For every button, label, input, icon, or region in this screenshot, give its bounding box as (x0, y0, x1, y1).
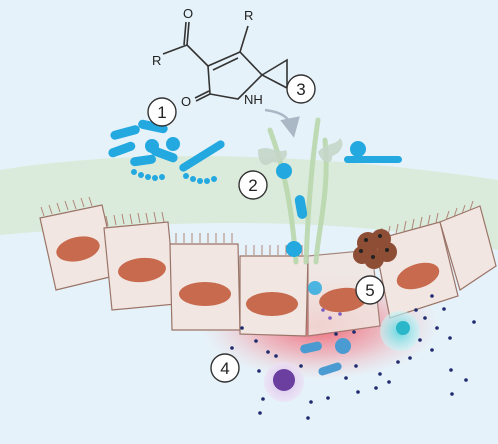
r-group-top: R (244, 8, 253, 23)
rod-bacterium (108, 141, 136, 158)
rod-bacterium (138, 119, 168, 134)
step-number: 4 (220, 359, 229, 378)
lactam-oxygen: O (181, 94, 191, 109)
coccus-chain (183, 173, 189, 179)
subepithelial-bacteria (300, 338, 351, 376)
step-number: 3 (296, 80, 305, 99)
coccus-bacterium (286, 241, 302, 257)
coccus-chain (197, 178, 203, 184)
coccus-bacterium (276, 163, 292, 179)
rod-bacterium (294, 195, 308, 219)
macrophage (380, 311, 420, 351)
step-label-2: 2 (238, 170, 268, 200)
rod-bacterium (150, 146, 178, 163)
rod-bacterium (300, 341, 322, 354)
immune-cell-purple (264, 362, 304, 402)
coccus-chain (159, 174, 165, 180)
rod-bacterium (179, 140, 225, 172)
coccus-chain (131, 169, 137, 175)
epithelial-cell (103, 221, 177, 311)
tetramic-acid-molecule (162, 21, 288, 102)
coccus-chain (190, 176, 196, 182)
coccus-bacterium (166, 137, 180, 151)
amide-nh: NH (244, 92, 263, 107)
microvilli (40, 196, 474, 255)
epithelial-cell (169, 243, 241, 331)
cytokine-dots (230, 294, 476, 420)
debris-cluster (353, 229, 397, 269)
coccus-bacterium (335, 338, 351, 354)
bacteria-right (344, 141, 402, 163)
coccus-chain (211, 176, 217, 182)
epithelial-cell (307, 249, 381, 337)
step-number: 1 (157, 103, 166, 122)
arrow (264, 108, 300, 138)
step-label-3: 3 (286, 74, 316, 104)
r-group-left: R (152, 53, 161, 68)
rod-bacterium (318, 362, 342, 376)
step-number: 2 (248, 176, 257, 195)
epithelial-cell (439, 205, 497, 291)
rod-bacterium (110, 125, 140, 140)
coccus-bacterium (145, 139, 159, 153)
epithelial-cell (239, 255, 309, 337)
translocating-bacteria (276, 163, 322, 295)
coccus-chain (145, 174, 151, 180)
ketone-oxygen: O (183, 6, 193, 21)
coccus-chain (138, 172, 144, 178)
coccus-bacterium (350, 141, 366, 157)
coccus-chain (152, 175, 158, 181)
coccus-chain (204, 178, 210, 184)
step-number: 5 (365, 281, 374, 300)
mucus-tendrils (258, 138, 343, 166)
rod-bacterium (344, 156, 402, 163)
bacteria-cluster (108, 119, 225, 184)
step-label-1: 1 (147, 97, 177, 127)
mucus-layer (0, 156, 498, 250)
step-label-5: 5 (355, 275, 385, 305)
epithelial-layer (39, 204, 497, 337)
coccus-bacterium (308, 281, 322, 295)
step-label-4: 4 (210, 353, 240, 383)
rod-bacterium (130, 154, 156, 167)
